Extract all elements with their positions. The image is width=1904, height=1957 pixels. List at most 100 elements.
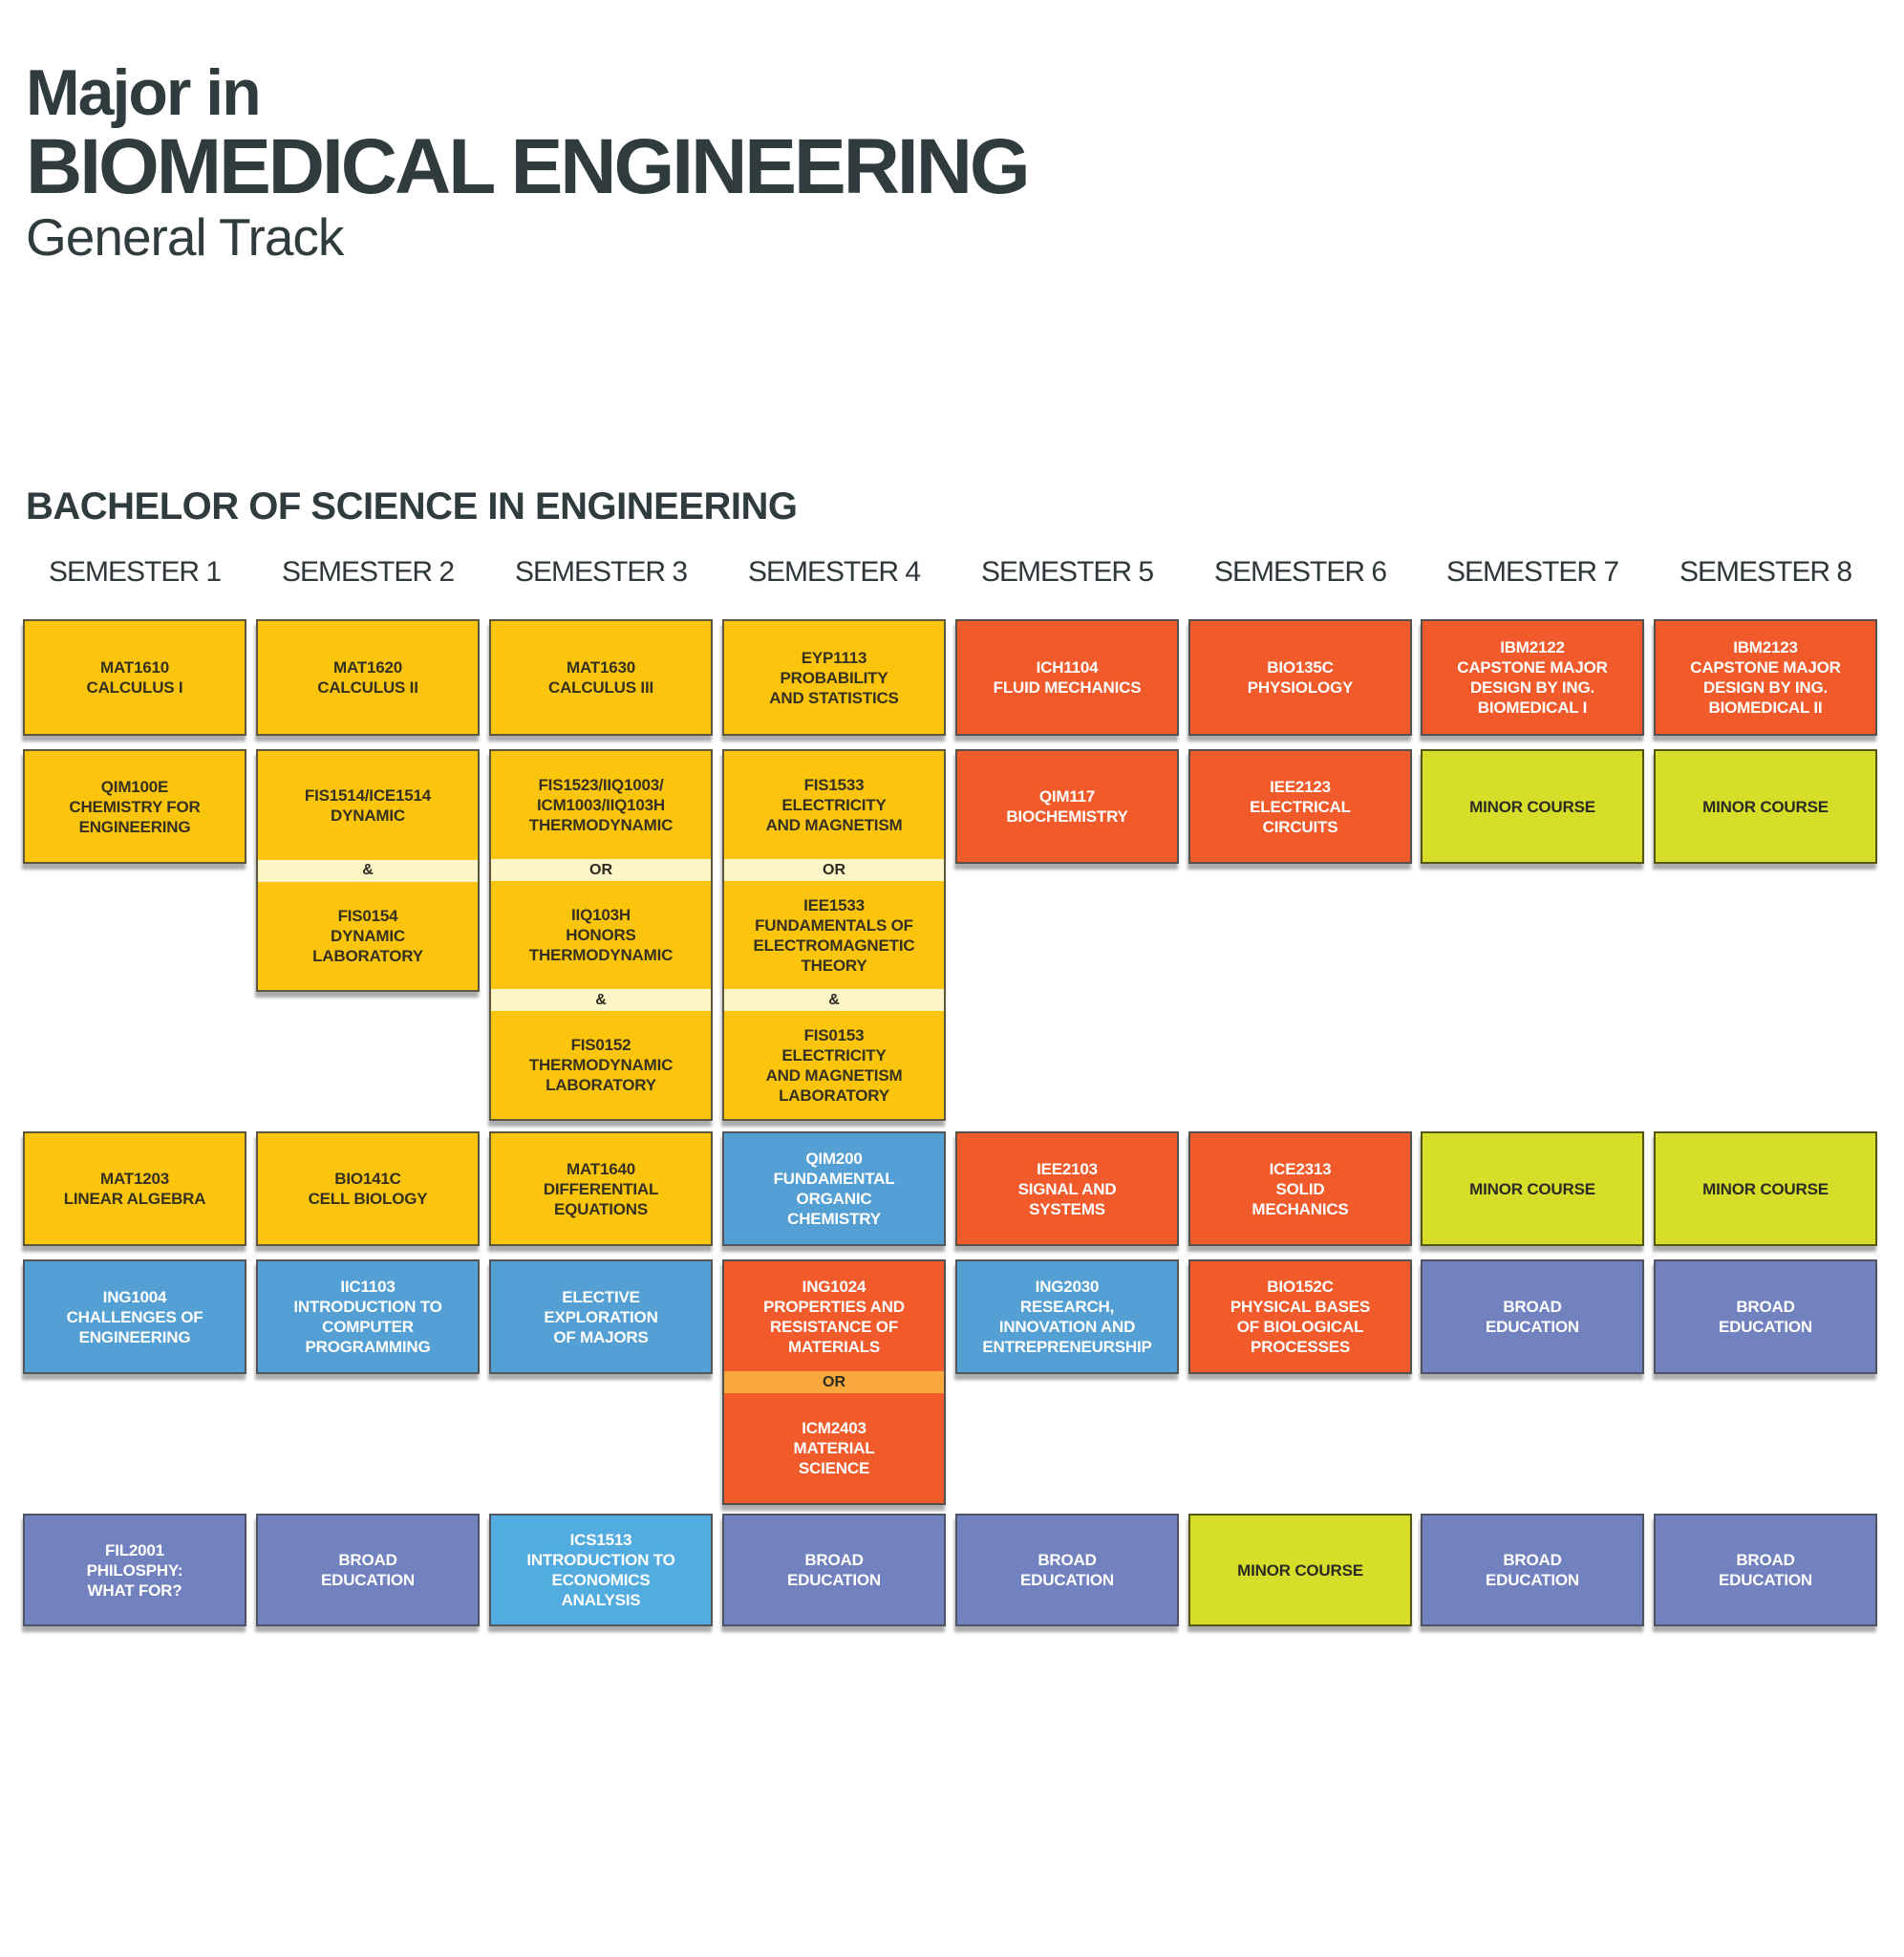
course-text-line: BROAD — [338, 1551, 397, 1569]
course-text-line: ING1004 — [102, 1287, 167, 1306]
joiner-band: & — [491, 989, 711, 1011]
course-text-line: EYP1113 — [801, 648, 867, 667]
semester-header-2: SEMESTER 2 — [281, 556, 455, 588]
course-text-line: IBM2122 — [1500, 638, 1565, 656]
page-title: Major in BIOMEDICAL ENGINEERING General … — [26, 58, 1031, 268]
course-text-line: THEORY — [801, 956, 867, 975]
course-text-line: SYSTEMS — [1029, 1199, 1105, 1218]
course-text-line: FUNDAMENTALS OF — [755, 915, 913, 935]
course-text-line: CELL BIOLOGY — [308, 1190, 428, 1208]
semester-header-7: SEMESTER 7 — [1445, 556, 1619, 588]
course-text-line: CALCULUS I — [86, 678, 183, 697]
course-text-line: DYNAMIC — [331, 806, 405, 825]
course-text-line: LABORATORY — [546, 1076, 656, 1094]
course-text-line: ELECTRICAL — [1250, 797, 1351, 816]
course-text-line: IBM2123 — [1733, 638, 1798, 656]
course-segment: MINOR COURSE — [1656, 1133, 1875, 1244]
minor-course-box: MINOR COURSE — [1421, 749, 1644, 864]
course-text-line: AND STATISTICS — [769, 688, 899, 707]
course-text-line: MINOR COURSE — [1237, 1560, 1363, 1580]
course-text-line: MAT1610 — [100, 658, 169, 677]
course-text-line: LABORATORY — [779, 1086, 889, 1105]
course-text-line: THERMODYNAMIC — [528, 816, 674, 834]
course-segment: MINOR COURSE — [1656, 751, 1875, 862]
course-text-line: WHAT FOR? — [87, 1581, 182, 1600]
minor-course-box: MINOR COURSE — [1654, 749, 1877, 864]
course-text-line: CHEMISTRY — [787, 1210, 881, 1228]
course-text-line: MINOR COURSE — [1702, 1179, 1829, 1198]
course-text-line: PHILOSPHY: — [86, 1560, 183, 1580]
course-text-line: ELECTRICITY — [781, 1045, 887, 1065]
course-text-line: INTRODUCTION TO — [526, 1551, 675, 1569]
course-text-line: ICS1513 — [569, 1531, 632, 1549]
course-text-line: ING1024 — [802, 1277, 866, 1296]
course-text-line: FIS1514/ICE1514 — [304, 785, 432, 805]
semester-header-6: SEMESTER 6 — [1213, 556, 1387, 588]
course-text-line: PHYSICAL BASES — [1230, 1298, 1371, 1316]
course-text-line: RESISTANCE OF — [769, 1317, 899, 1336]
course-text-line: BROAD — [1736, 1298, 1795, 1316]
course-text-line: AND MAGNETISM — [765, 1065, 903, 1085]
course-text-line: BROAD — [1503, 1551, 1562, 1569]
semester-header-1: SEMESTER 1 — [48, 556, 222, 588]
course-text-line: CHALLENGES OF — [66, 1307, 203, 1326]
course-text-line: ECONOMICS — [551, 1571, 651, 1589]
course-text-line: EDUCATION — [1719, 1318, 1812, 1336]
course-text-line: QIM200 — [805, 1150, 863, 1168]
course-text-line: BIO135C — [1267, 658, 1334, 677]
course-text-line: PROCESSES — [1250, 1338, 1350, 1356]
course-text-line: BIO152C — [1267, 1278, 1334, 1296]
course-text-line: MINOR COURSE — [1469, 1179, 1595, 1198]
course-text-line: PHYSIOLOGY — [1247, 678, 1354, 697]
course-text-line: ELECTROMAGNETIC — [753, 935, 915, 955]
course-text-line: EDUCATION — [1486, 1571, 1579, 1589]
title-general-track: General Track — [26, 207, 344, 268]
course-text-line: BIOMEDICAL II — [1708, 699, 1823, 717]
course-text-line: PROGRAMMING — [305, 1338, 431, 1356]
course-text-line: ENGINEERING — [78, 1327, 191, 1346]
course-text-line: SOLID — [1275, 1179, 1325, 1198]
course-text-line: BROAD — [1038, 1551, 1097, 1569]
minor-course-box: MINOR COURSE — [1654, 1131, 1877, 1246]
course-text-line: ENTREPRENEURSHIP — [982, 1338, 1152, 1356]
course-text-line: FIS0153 — [803, 1025, 865, 1044]
course-text-line: ELECTIVE — [562, 1287, 640, 1306]
course-text-line: INTRODUCTION TO — [293, 1298, 442, 1316]
course-segment: MINOR COURSE — [1190, 1516, 1410, 1624]
